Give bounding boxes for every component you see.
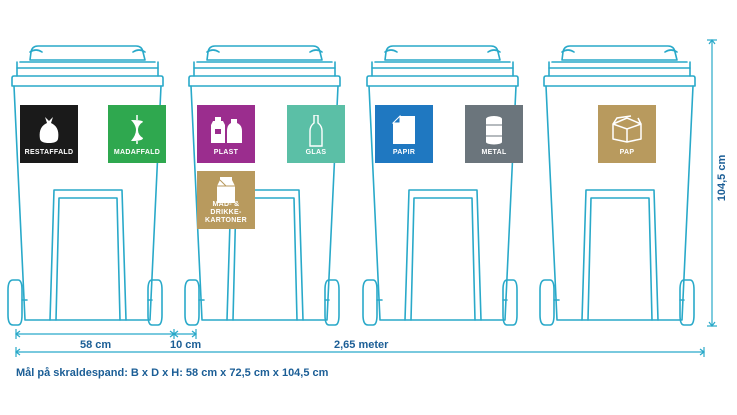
dim-height: 104,5 cm [716, 152, 729, 204]
plastic-bottles-icon [211, 117, 242, 143]
apple-core-icon [131, 115, 143, 144]
dim-bin-width: 58 cm [78, 339, 114, 351]
paper-sheet-icon [392, 115, 415, 144]
label-madaffald: MADAFFALD [108, 105, 166, 163]
dimension-note: Mål på skraldespand: B x D x H: 58 cm x … [16, 367, 329, 379]
label-restaffald: RESTAFFALD [20, 105, 78, 163]
label-papir: PAPIR [375, 105, 433, 163]
bin-1 [7, 45, 164, 326]
label-glas: GLAS [287, 105, 345, 163]
cardboard-box-icon [612, 115, 642, 143]
milk-carton-icon [217, 177, 235, 203]
bin-4 [539, 45, 696, 326]
bin-3 [362, 45, 519, 326]
label-pap: PAP [598, 105, 656, 163]
label-metal: METAL [465, 105, 523, 163]
label-plast: PLAST [197, 105, 255, 163]
dim-total-width: 2,65 meter [332, 339, 391, 351]
label-mad-drikke-kartoner: MAD- & DRIKKE- KARTONER [197, 171, 255, 229]
tin-can-icon [486, 116, 502, 145]
trash-bag-icon [39, 117, 59, 143]
dim-gap: 10 cm [168, 339, 204, 351]
glass-bottle-icon [309, 115, 323, 147]
